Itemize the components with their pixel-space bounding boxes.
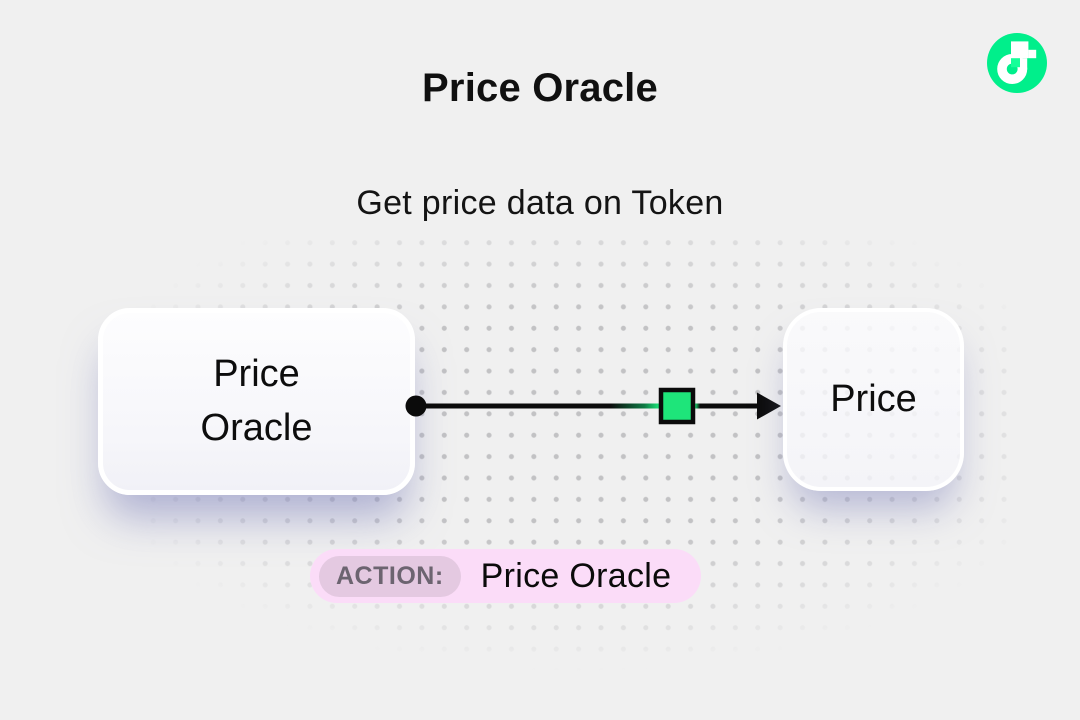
page-subtitle: Get price data on Token — [356, 184, 724, 222]
flow-logo-icon — [987, 33, 1047, 93]
action-badge-label-pill: ACTION: — [319, 555, 461, 597]
action-badge-value: Price Oracle — [480, 556, 672, 595]
action-badge: ACTION: Price Oracle — [310, 549, 702, 603]
connector-arrowhead-icon — [757, 392, 781, 420]
connector-arrow — [405, 387, 781, 425]
target-node-label: Price — [830, 377, 917, 420]
connector-green-square-marker — [658, 387, 696, 425]
page-title: Price Oracle — [422, 66, 658, 110]
target-node-price: Price — [783, 308, 964, 491]
source-node-price-oracle: Price Oracle — [98, 308, 415, 495]
connector-start-dot — [405, 395, 427, 417]
source-node-label: Price Oracle — [200, 353, 313, 449]
action-badge-label: ACTION: — [336, 561, 444, 590]
